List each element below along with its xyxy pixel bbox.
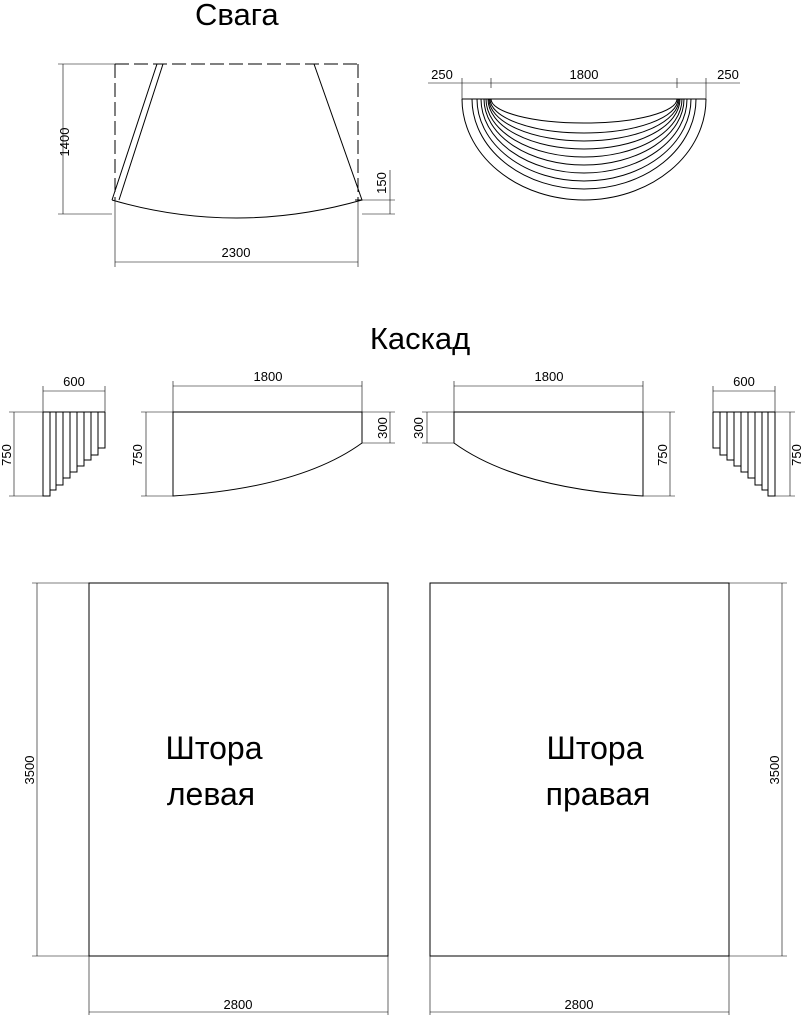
cascade-left-panel-width-label: 1800 (254, 369, 283, 384)
swag-height-dimension: 1400 (57, 63, 115, 215)
cascade-right-panel-short-label: 300 (411, 417, 426, 439)
swag-top-dimensions: 250 1800 250 (428, 67, 740, 99)
curtain-right-label-line1: Штора (546, 730, 643, 766)
cascade-title: Каскад (370, 321, 470, 356)
curtain-left-height-label: 3500 (22, 756, 37, 785)
cascade-right-panel-width-label: 1800 (535, 369, 564, 384)
curtain-right-label-line2: правая (546, 776, 651, 812)
cascade-left-panel-short-label: 300 (375, 417, 390, 439)
cascade-right-panel-height-label: 750 (655, 444, 670, 466)
swag-top-left-label: 250 (431, 67, 453, 82)
cascade-left-side-height-label: 750 (0, 444, 14, 466)
swag-top-right-label: 250 (717, 67, 739, 82)
cascade-right-side-height-label: 750 (789, 444, 804, 466)
swag-top-middle-label: 1800 (570, 67, 599, 82)
swag-drop-dimension: 150 (362, 170, 395, 215)
curtain-left: Штора левая 3500 2800 (22, 582, 389, 1015)
swag-front-view (111, 63, 363, 219)
swag-fold-view (461, 98, 707, 201)
cascade-right-side-width-label: 600 (733, 374, 755, 389)
cascade-left-side-width-label: 600 (63, 374, 85, 389)
curtain-right: Штора правая 3500 2800 (429, 582, 787, 1015)
swag-width-label: 2300 (222, 245, 251, 260)
curtain-left-label-line2: левая (167, 776, 255, 812)
curtain-left-label-line1: Штора (165, 730, 262, 766)
cascade-right-panel: 1800 300 750 (411, 369, 675, 497)
curtain-left-width-label: 2800 (224, 997, 253, 1012)
swag-drop-label: 150 (374, 172, 389, 194)
curtain-right-width-label: 2800 (565, 997, 594, 1012)
cascade-left-side: 600 750 (0, 374, 106, 497)
cascade-left-panel-height-label: 750 (130, 444, 145, 466)
swag-height-label: 1400 (57, 128, 72, 157)
curtain-right-height-label: 3500 (767, 756, 782, 785)
swag-width-dimension: 2300 (114, 200, 359, 267)
cascade-right-side: 600 750 (712, 374, 804, 497)
swag-title: Свага (195, 0, 279, 32)
cascade-left-panel: 1800 750 300 (130, 369, 395, 497)
